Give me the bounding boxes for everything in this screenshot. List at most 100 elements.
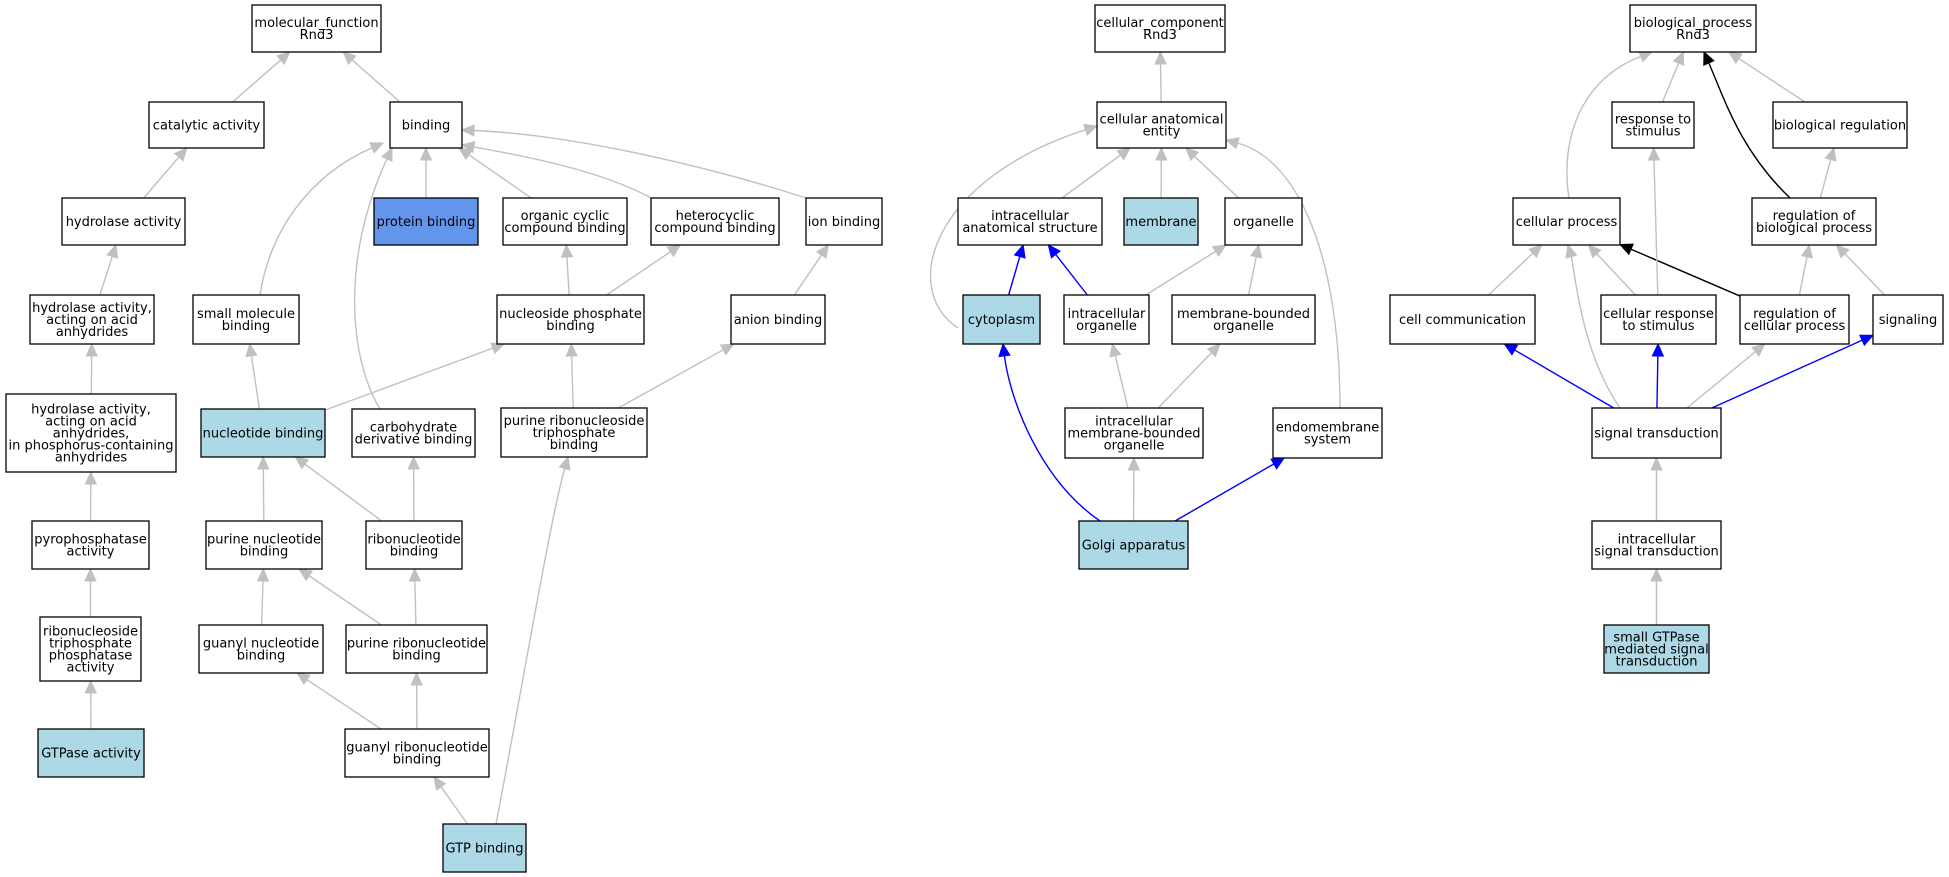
edge-signal_transduction-to-regulation_cellular_process [1686,343,1766,409]
edge-arrowhead [1565,243,1578,259]
node-cytoplasm[interactable]: cytoplasm [962,294,1041,345]
edge-organic_cyclic-to-binding [458,147,532,199]
node-gtpase-activity[interactable]: GTPase activity [37,728,145,778]
edge-intracellular_mb_organelle-to-intracellular_organelle [1109,342,1129,409]
edge-arrowhead [1047,244,1061,259]
edge-arrowhead [245,342,258,358]
node-gtp-binding[interactable]: GTP binding [442,823,527,873]
node-binding[interactable]: binding [389,101,463,149]
edge-ribonucleotide-to-nucleotide_binding [294,456,383,522]
node-label-line: ribonucleotide [367,533,460,548]
edge-line [143,156,180,199]
edge-arrowhead [419,146,433,161]
edge-arrowhead [381,146,393,162]
node-nucleotide-binding[interactable]: nucleotide binding [200,408,326,458]
node-rntp-phosphatase[interactable]: ribonucleosidetriphosphatephosphataseact… [39,616,142,682]
node-label-line: carbohydrate [370,421,457,436]
node-label-line: biological regulation [1774,119,1906,134]
edge-arrowhead [294,456,310,470]
edge-small_molecule_binding-to-binding [259,142,385,296]
node-label-line: triphosphate [533,426,616,441]
node-box [1063,294,1150,345]
edge-cellular_response_stimulus-to-response_to_stimulus [1647,146,1661,296]
edge-arrowhead [298,568,314,582]
edge-purine_nucleotide-to-nucleotide_binding [257,455,270,522]
node-label-line: activity [67,545,115,560]
edge-arrowhead [1587,244,1602,259]
node-box [962,294,1041,345]
node-hydrolase-anhydrides[interactable]: hydrolase activity,acting on acidanhydri… [29,294,155,345]
node-hydrolase-activity[interactable]: hydrolase activity [61,197,186,246]
edge-arrowhead [1647,146,1661,161]
node-box [1078,520,1189,570]
edge-arrowhead [256,567,270,582]
edge-line [1798,256,1808,296]
node-catalytic-activity[interactable]: catalytic activity [148,101,265,149]
node-protein-binding[interactable]: protein binding [373,197,479,246]
node-biological-regulation[interactable]: biological regulation [1772,101,1908,149]
edge-arrowhead [1672,50,1685,66]
edge-regulation_cellular_process-to-regulation_biological_process [1798,243,1814,296]
edge-arrowhead [565,342,578,357]
node-box [1123,197,1199,246]
edge-arrowhead [1503,343,1519,356]
node-label-line: purine ribonucleotide [347,637,486,652]
edge-arrowhead [1835,244,1850,259]
node-anion-binding[interactable]: anion binding [730,294,826,345]
edge-line [570,355,574,409]
edge-line [793,254,823,296]
node-label-line: GTP binding [446,842,524,857]
node-cellular-process[interactable]: cellular process [1512,197,1621,246]
node-ion-binding[interactable]: ion binding [805,197,883,246]
node-label-line: cellular process [1516,215,1618,230]
node-membrane[interactable]: membrane [1123,197,1199,246]
node-organelle[interactable]: organelle [1224,197,1303,246]
node-cell-communication[interactable]: cell communication [1389,294,1536,345]
node-box [351,408,476,458]
node-golgi[interactable]: Golgi apparatus [1078,520,1189,570]
node-hydrolase-phosphorus[interactable]: hydrolase activity,acting on acidanhydri… [5,393,177,473]
node-box [1591,520,1722,570]
node-label-line: small GTPase [1613,631,1699,646]
node-label-line: phosphatase [49,649,133,664]
edge-line [250,355,261,410]
edge-arrowhead [433,776,447,791]
node-box [1751,197,1877,246]
edge-line [1247,256,1257,296]
node-signaling[interactable]: signaling [1872,294,1944,345]
node-label-line: anhydrides [56,325,129,340]
edge-arrowhead [407,455,420,470]
node-label-line: heterocyclic [676,209,755,224]
node-signal-transduction[interactable]: signal transduction [1591,407,1722,459]
edge-guanyl_ribonucleotide-to-guanyl_nucleotide [296,672,382,730]
edge-guanyl_nucleotide-to-purine_nucleotide [256,567,270,626]
